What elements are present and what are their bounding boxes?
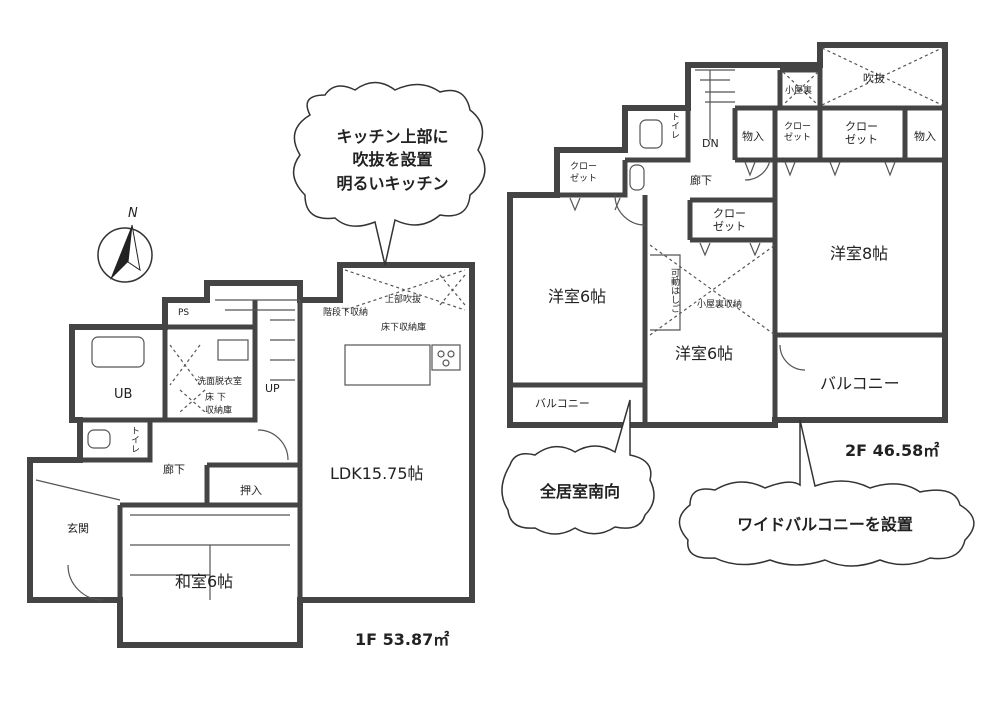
- callout-bubble-south: [501, 399, 655, 535]
- ub-label: UB: [114, 387, 133, 402]
- callout-kitchen-void: キッチン上部に吹抜を設置明るいキッチン: [305, 110, 480, 210]
- compass-icon: [97, 224, 153, 283]
- room-east-label: 洋室8帖: [830, 244, 889, 263]
- callout-line: キッチン上部に: [336, 127, 449, 147]
- movable-ladder-label: 可動はしご: [669, 268, 679, 313]
- toilet-2f-label: トイレ: [669, 112, 679, 139]
- balcony-west-label: バルコニー: [535, 397, 590, 410]
- storage-right-label: 物入: [914, 130, 936, 143]
- up-label: UP: [265, 382, 280, 395]
- closet-label: 押入: [240, 484, 262, 497]
- void-label: 吹抜: [863, 72, 885, 85]
- dn-label: DN: [702, 137, 719, 150]
- hallway-2f-label: 廊下: [690, 174, 712, 187]
- room-mid-label: 洋室6帖: [675, 344, 734, 363]
- callout-line: 明るいキッチン: [336, 173, 449, 193]
- callout-bubble-kitchen: [292, 81, 486, 266]
- callout-wide-balcony: ワイドバルコニーを設置: [737, 515, 913, 535]
- second-floor-area: 2F 46.58㎡: [845, 441, 940, 460]
- callout-south-facing: 全居室南向: [539, 482, 620, 502]
- closet-west-label: クローゼット: [570, 162, 598, 184]
- ps-label: PS: [178, 308, 190, 318]
- callout-line: 吹抜を設置: [352, 150, 433, 170]
- closet-mid-label: クローゼット: [713, 207, 746, 234]
- hallway-label: 廊下: [163, 463, 185, 476]
- compass-north-label: N: [128, 206, 138, 221]
- washroom-label: 洗面脱衣室: [197, 377, 243, 387]
- upper-void-label: 上部吹抜: [385, 295, 422, 305]
- attic-storage-label: 小屋裏収納: [697, 300, 743, 310]
- wash-underfloor-label-1: 床 下: [205, 393, 226, 403]
- room-west-label: 洋室6帖: [548, 287, 607, 306]
- wash-underfloor-label-2: 収納庫: [205, 406, 233, 416]
- underfloor-storage-label: 床下収納庫: [381, 323, 427, 333]
- attic-label: 小屋裏: [785, 86, 813, 96]
- closet-b-label: クローゼット: [845, 120, 878, 147]
- entrance-label: 玄関: [67, 522, 89, 535]
- ldk-label: LDK15.75帖: [330, 464, 424, 483]
- first-floor-area: 1F 53.87㎡: [355, 630, 450, 649]
- wall-2f-inner: [510, 65, 945, 425]
- storage-left-label: 物入: [742, 130, 764, 143]
- callout-bubble-balcony: [678, 419, 975, 567]
- toilet-label: トイレ: [129, 426, 139, 453]
- japanese-room-label: 和室6帖: [175, 572, 234, 591]
- closet-a-label: クローゼット: [784, 122, 812, 143]
- wall-1f-inner: [80, 300, 303, 600]
- under-stairs-storage-label: 階段下収納: [323, 308, 369, 318]
- balcony-east-label: バルコニー: [820, 374, 900, 393]
